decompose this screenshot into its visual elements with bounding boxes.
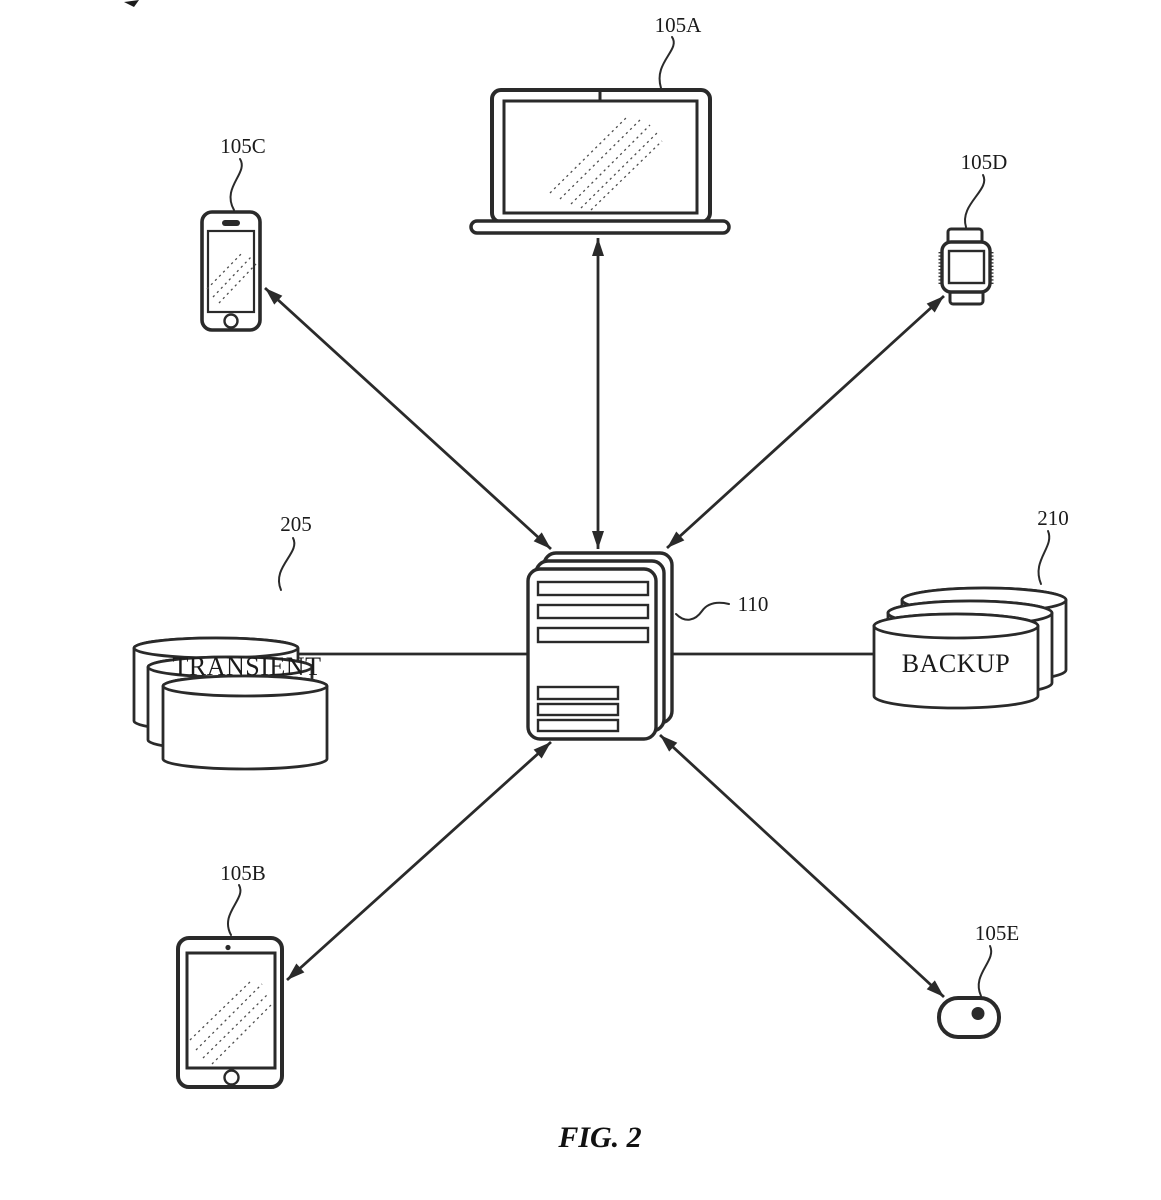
phone-icon xyxy=(202,212,260,330)
arrow-media-device-server xyxy=(660,735,944,997)
label-tablet: 105B xyxy=(220,861,266,885)
watch-icon xyxy=(941,229,992,304)
figure-caption: FIG. 2 xyxy=(557,1121,641,1154)
label-transient-store: 205 xyxy=(280,512,312,536)
label-phone: 105C xyxy=(220,134,266,158)
backup-text: BACKUP xyxy=(902,649,1010,678)
leader-210 xyxy=(1039,531,1050,584)
label-server: 110 xyxy=(738,592,769,616)
media-device-dot xyxy=(972,1007,985,1020)
transient-text: TRANSIENT xyxy=(173,652,322,681)
arrow-tablet-server xyxy=(287,742,551,980)
label-watch: 105D xyxy=(961,150,1008,174)
leader-105c xyxy=(230,159,241,210)
scan-artifact xyxy=(124,0,139,7)
laptop-icon xyxy=(471,90,729,233)
leader-105e xyxy=(979,946,992,996)
label-media-device: 105E xyxy=(975,921,1019,945)
backup-database-icon xyxy=(874,588,1066,708)
leader-105a xyxy=(660,37,674,88)
server-icon xyxy=(528,553,672,739)
leader-205 xyxy=(279,538,294,590)
arrow-phone-server xyxy=(265,288,551,549)
leader-105b xyxy=(228,885,240,935)
label-laptop: 105A xyxy=(655,13,703,37)
tablet-icon xyxy=(178,938,282,1087)
arrow-watch-server xyxy=(667,296,944,548)
label-backup-store: 210 xyxy=(1037,506,1069,530)
leader-110 xyxy=(676,603,729,620)
media-device-icon xyxy=(939,998,999,1037)
leader-105d xyxy=(965,175,984,227)
